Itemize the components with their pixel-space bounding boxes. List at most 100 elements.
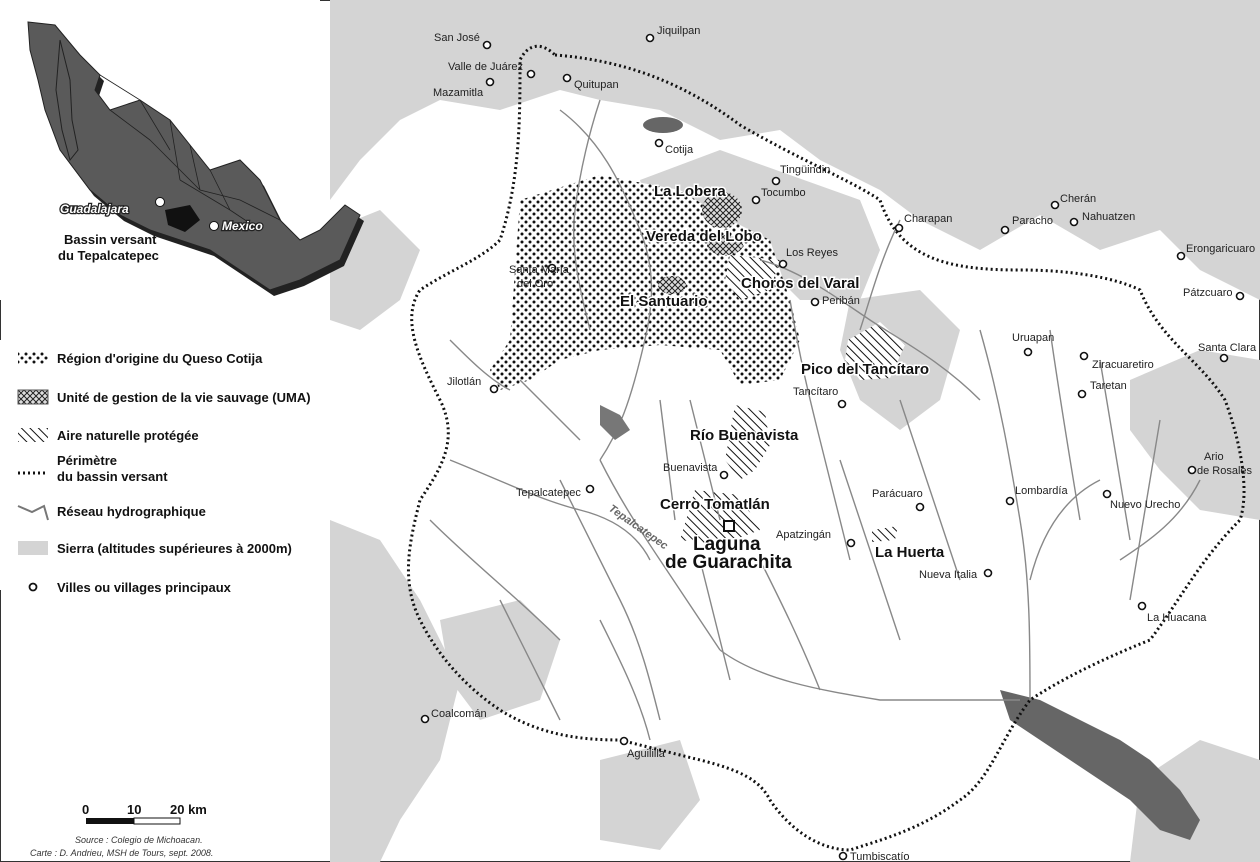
- city-marker: [420, 714, 430, 724]
- city-label: Apatzingán: [776, 529, 831, 541]
- city-label: Peribán: [822, 295, 860, 307]
- city-label: Pátzcuaro: [1183, 287, 1233, 299]
- inset-mexico: Guadalajara Mexico Bassin versant du Tep…: [0, 0, 364, 300]
- legend-label: Sierra (altitudes supérieures à 2000m): [57, 541, 292, 556]
- city-marker: [846, 538, 856, 548]
- city-marker: [562, 73, 572, 83]
- city-label: Cotija: [665, 144, 694, 156]
- lake-cotija: [643, 117, 683, 133]
- inset-watershed: [165, 205, 200, 232]
- city-label: Jiquilpan: [657, 25, 700, 37]
- reservoir: [1000, 690, 1200, 840]
- inset-mexico-marker: [209, 221, 219, 231]
- city-marker: [1176, 251, 1186, 261]
- city-label: Uruapan: [1012, 332, 1054, 344]
- legend-label: Aire naturelle protégée: [57, 428, 199, 443]
- legend-symbol-circle: [28, 582, 38, 592]
- city-marker: [1102, 489, 1112, 499]
- city-label: Paracho: [1012, 215, 1053, 227]
- city-marker: [1219, 353, 1229, 363]
- city-marker: [1050, 200, 1060, 210]
- city-label: Quitupan: [574, 79, 619, 91]
- city-label: Tepalcatepec: [516, 487, 581, 499]
- scale-tick-10: 10: [127, 802, 141, 817]
- scale-segment-1: [86, 818, 134, 824]
- credit-text: Carte : D. Andrieu, MSH de Tours, sept. …: [30, 848, 213, 858]
- site-labels: La Lobera Vereda del Lobo Choros del Var…: [606, 182, 946, 575]
- legend-item-protected: Aire naturelle protégée: [18, 428, 199, 443]
- city-label: Valle de Juárez: [448, 61, 523, 73]
- city-marker: [837, 399, 847, 409]
- city-marker: [915, 502, 925, 512]
- legend-symbol-hatch: [18, 428, 48, 442]
- scale-segment-2: [133, 817, 181, 825]
- city-marker: [719, 470, 729, 480]
- city-label: Taretan: [1090, 380, 1127, 392]
- city-label: Erongaricuaro: [1186, 243, 1255, 255]
- city-marker: [489, 384, 499, 394]
- city-marker: [771, 176, 781, 186]
- city-marker: [526, 69, 536, 79]
- scale-tick-0: 0: [82, 802, 89, 817]
- legend-label: Unité de gestion de la vie sauvage (UMA): [57, 390, 311, 405]
- sierra-areas: [330, 0, 1260, 862]
- city-label: Nahuatzen: [1082, 211, 1135, 223]
- inset-state-lines: [99, 74, 281, 231]
- city-label: Mazamitla: [433, 87, 484, 99]
- legend-label: Réseau hydrographique: [57, 504, 206, 519]
- site-choros-del-varal: Choros del Varal: [741, 275, 859, 292]
- city-marker: [1023, 347, 1033, 357]
- site-cerro-tomatlan: Cerro Tomatlán: [660, 496, 770, 513]
- inset-caption-1: Bassin versant: [64, 232, 157, 247]
- source-text: Source : Colegio de Michoacan.: [75, 835, 203, 845]
- city-marker: [1187, 465, 1197, 475]
- site-rio-buenavista: Río Buenavista: [690, 427, 799, 444]
- city-marker: [838, 851, 848, 861]
- city-marker: [894, 223, 904, 233]
- city-marker: [1077, 389, 1087, 399]
- city-label: San José: [434, 32, 480, 44]
- legend-item-perimeter: Périmètre du bassin versant: [18, 453, 168, 484]
- city-marker: [751, 195, 761, 205]
- city-marker: [547, 263, 557, 273]
- legend-symbol-crosshatch: [17, 389, 49, 405]
- legend: Région d'origine du Queso Cotija Unité d…: [0, 340, 330, 595]
- city-label: Charapan: [904, 213, 952, 225]
- city-label: Cherán: [1060, 193, 1096, 205]
- city-label: Santa María: [509, 264, 570, 276]
- city-label: Nueva Italia: [919, 569, 978, 581]
- city-marker: [1000, 225, 1010, 235]
- inset-guadalajara-marker: [155, 197, 165, 207]
- city-marker: [1005, 496, 1015, 506]
- city-label: Buenavista: [663, 462, 718, 474]
- city-label: Tancítaro: [793, 386, 838, 398]
- lagoon-label-2: de Guarachita: [665, 552, 792, 573]
- city-label: Tingüindin: [780, 164, 830, 176]
- city-label: de Rosales: [1197, 465, 1253, 477]
- city-marker: [482, 40, 492, 50]
- site-pico-del-tancitaro: Pico del Tancítaro: [801, 361, 929, 378]
- inset-mexico-label: Mexico: [222, 219, 263, 233]
- city-label: Coalcomán: [431, 708, 487, 720]
- city-label: Lombardía: [1015, 485, 1068, 497]
- city-label: del Oro: [517, 278, 553, 290]
- city-marker: [619, 736, 629, 746]
- city-marker: [1137, 601, 1147, 611]
- river-network: [429, 99, 1201, 741]
- inset-baja: [55, 39, 79, 162]
- city-label: La Huacana: [1147, 612, 1207, 624]
- site-el-santuario: El Santuario: [620, 293, 708, 310]
- city-label: Nuevo Urecho: [1110, 499, 1180, 511]
- lagoon-label-1: Laguna: [693, 534, 761, 555]
- city-label: Tocumbo: [761, 187, 806, 199]
- city-marker: [585, 484, 595, 494]
- city-label: Tumbiscatío: [850, 851, 910, 862]
- city-marker: [983, 568, 993, 578]
- legend-symbol-grey-fill: [18, 541, 48, 555]
- legend-item-uma: Unité de gestion de la vie sauvage (UMA): [17, 389, 311, 405]
- city-marker: [485, 77, 495, 87]
- legend-item-queso-cotija: Région d'origine du Queso Cotija: [18, 351, 263, 366]
- city-label: Los Reyes: [786, 247, 838, 259]
- city-marker: [1069, 217, 1079, 227]
